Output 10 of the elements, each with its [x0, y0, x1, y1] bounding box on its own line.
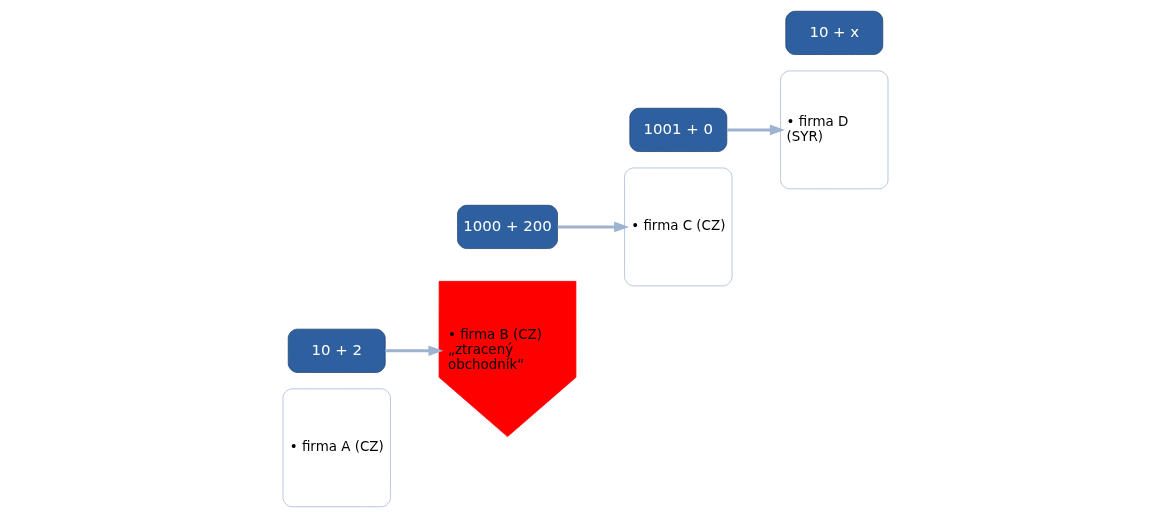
node-box: 1001 + 0: [629, 107, 728, 152]
arrow: [726, 124, 785, 136]
node-box: • firma D (SYR): [780, 70, 889, 190]
node-box: 1000 + 200: [457, 204, 558, 249]
node-box: 10 + 2: [287, 328, 386, 373]
node-box: • firma C (CZ): [624, 167, 733, 287]
arrow: [557, 221, 630, 233]
node-box: 10 + x: [785, 10, 884, 55]
arrow: [385, 345, 444, 357]
node-box: • firma A (CZ): [282, 388, 391, 508]
